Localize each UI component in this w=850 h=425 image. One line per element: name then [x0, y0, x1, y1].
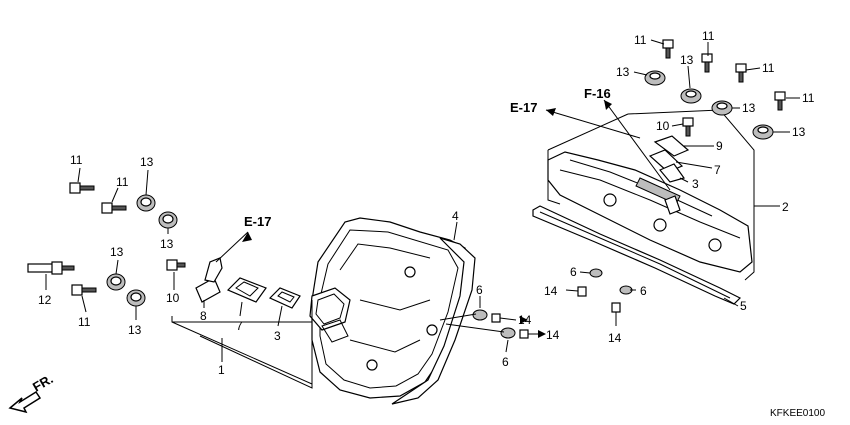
right-cylinder-head-cover — [547, 151, 753, 273]
ref-f16: F-16 — [584, 86, 611, 101]
callout-11: 11 — [78, 315, 91, 329]
washer-icon-group — [472, 268, 633, 339]
callout-6: 6 — [640, 284, 647, 298]
front-arrow-icon: FR. — [8, 371, 56, 414]
callout-4: 4 — [452, 209, 459, 223]
arrow-14b-icon — [538, 330, 546, 338]
callout-10: 10 — [166, 291, 180, 305]
callout-labels: 11 11 11 11 13 13 13 13 10 9 7 3 2 5 6 1… — [38, 29, 815, 377]
callout-6: 6 — [570, 265, 577, 279]
callout-3: 3 — [692, 177, 699, 191]
left-cylinder-head-cover — [309, 217, 471, 399]
callout-13: 13 — [160, 237, 174, 251]
callout-6: 6 — [502, 355, 509, 369]
arrow-e17-mid-icon — [242, 232, 252, 242]
callout-12: 12 — [38, 293, 52, 307]
callout-11: 11 — [702, 29, 715, 43]
breather-separator-3 — [268, 287, 301, 309]
callout-13: 13 — [680, 53, 694, 67]
callout-13: 13 — [140, 155, 154, 169]
callout-11: 11 — [762, 61, 775, 75]
leader-lines — [45, 39, 800, 389]
grommet-icon-group — [106, 70, 774, 307]
breather-separator-3-right — [659, 163, 685, 183]
callout-2: 2 — [782, 200, 789, 214]
callout-13: 13 — [128, 323, 142, 337]
callout-13: 13 — [616, 65, 630, 79]
callout-11: 11 — [116, 175, 129, 189]
callout-11: 11 — [802, 91, 815, 105]
breather-pipe-8 — [195, 257, 223, 303]
left-head-cover-gasket — [391, 237, 476, 405]
breather-pipe-9 — [653, 135, 690, 157]
callout-5: 5 — [740, 299, 747, 313]
callout-13: 13 — [110, 245, 124, 259]
callout-13: 13 — [742, 101, 756, 115]
arrow-14-icon — [520, 316, 528, 324]
callout-11: 11 — [634, 33, 647, 47]
ref-e17-top: E-17 — [510, 100, 537, 115]
callout-8: 8 — [200, 309, 207, 323]
callout-14: 14 — [544, 284, 558, 298]
callout-7: 7 — [714, 163, 721, 177]
callout-10: 10 — [656, 119, 670, 133]
callout-14: 14 — [608, 331, 622, 345]
callout-14: 14 — [546, 328, 560, 342]
right-head-cover-gasket — [532, 205, 742, 305]
right-cover-bracket — [627, 109, 755, 281]
arrow-e17-top-icon — [546, 108, 556, 116]
callout-6: 6 — [476, 283, 483, 297]
callout-7: 7 — [236, 319, 243, 333]
front-marker-label: FR. — [30, 371, 56, 394]
callout-13: 13 — [792, 125, 806, 139]
callout-3: 3 — [274, 329, 281, 343]
ref-e17-mid: E-17 — [244, 214, 271, 229]
callout-11: 11 — [70, 153, 83, 167]
diagram-code: KFKEE0100 — [770, 408, 825, 419]
callout-14: 14 — [518, 313, 532, 327]
bolt-icon-group — [27, 39, 786, 296]
breather-plate-7 — [226, 277, 267, 303]
arrow-f16-icon — [604, 100, 612, 110]
callout-9: 9 — [716, 139, 723, 153]
callout-1: 1 — [218, 363, 225, 377]
